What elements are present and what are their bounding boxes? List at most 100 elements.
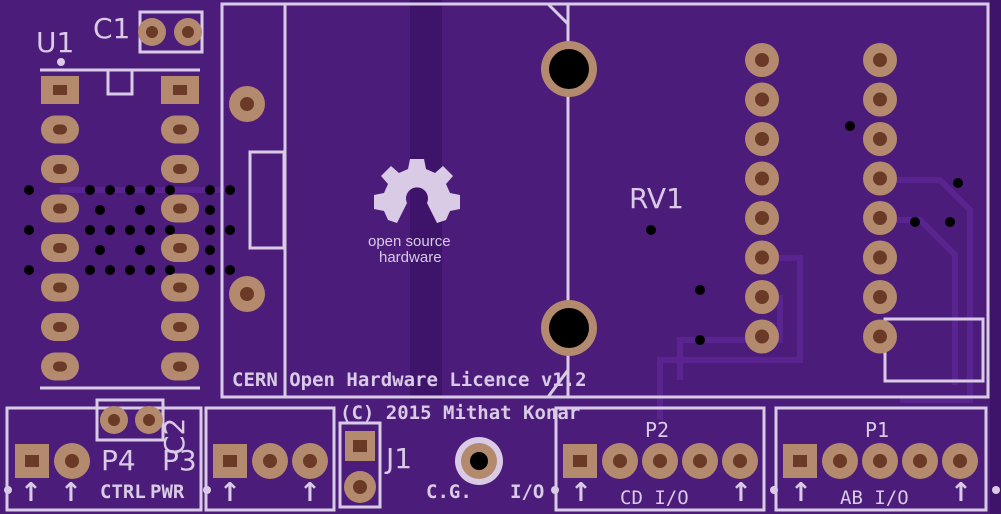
u1-pad-drill	[173, 282, 187, 293]
p2-function-label: CD I/O	[620, 487, 689, 509]
u1-pad-drill	[53, 164, 67, 174]
p3-pad-drill	[263, 454, 277, 468]
silkscreen-outlines	[5, 2, 990, 512]
via	[24, 185, 34, 195]
u1-pad-drill	[53, 282, 67, 293]
p3-outline	[204, 406, 336, 512]
oshw-logo-line2: hardware	[379, 249, 442, 266]
board-edge-dots	[4, 486, 1000, 494]
via	[845, 121, 855, 131]
u1-pad-drill	[53, 243, 67, 253]
via	[205, 205, 215, 215]
cg-pad-drill	[470, 452, 488, 470]
rv1-pin-drill	[873, 132, 887, 146]
via	[135, 245, 145, 255]
rv1-pin-drill	[873, 250, 887, 265]
u1-pad-drill	[173, 203, 187, 214]
via	[125, 185, 135, 195]
edge-dot	[551, 486, 559, 494]
up-arrow-icon: ↑	[950, 478, 972, 508]
board-edge	[990, 0, 1001, 514]
u1-label: U1	[36, 26, 75, 59]
via	[205, 245, 215, 255]
j1-label: J1	[386, 442, 413, 475]
copyright-text: (C) 2015 Mithat Konar	[340, 402, 581, 424]
cg-label: C.G.	[426, 481, 472, 503]
rv1-pin-drill	[755, 92, 769, 107]
c1-label: C1	[93, 12, 131, 45]
via	[105, 185, 115, 195]
p2-pad-drill	[613, 454, 627, 468]
p1-function-label: AB I/O	[840, 487, 909, 509]
p3-pad-square-drill	[223, 455, 237, 467]
j1-pad-drill	[353, 480, 367, 494]
p4-pad-square-drill	[25, 455, 39, 467]
oshw-logo-line1: open source	[368, 233, 451, 250]
via	[85, 185, 95, 195]
rv1-pin-drill	[873, 211, 887, 225]
p1-pad-drill	[833, 454, 847, 468]
up-arrow-icon: ↑	[790, 478, 812, 508]
via	[145, 185, 155, 195]
p1-label: P1	[865, 418, 890, 442]
u1-pad-drill	[173, 243, 187, 253]
up-arrow-icon: ↑	[299, 478, 321, 508]
rv1-pin-drill	[755, 132, 769, 146]
via	[165, 225, 175, 235]
via	[95, 205, 105, 215]
via	[695, 285, 705, 295]
rv1-pin-drill	[873, 92, 887, 107]
via	[105, 225, 115, 235]
up-arrow-icon: ↑	[730, 478, 752, 508]
via	[225, 225, 235, 235]
trace	[657, 255, 803, 420]
p2-pad-drill	[693, 454, 707, 468]
via	[945, 217, 955, 227]
via	[145, 225, 155, 235]
u1-pad-drill	[173, 322, 187, 332]
via	[135, 205, 145, 215]
rv1-pin-drill	[755, 250, 769, 265]
p2-pad-drill	[733, 454, 747, 468]
licence-text: CERN Open Hardware Licence v1.2	[232, 369, 587, 391]
via	[24, 225, 34, 235]
p2-label: P2	[645, 418, 670, 442]
u1-pad-drill	[173, 124, 187, 135]
edge-dot	[770, 486, 778, 494]
open-source-hardware-gear-icon	[374, 159, 460, 223]
u1-pad-drill	[53, 322, 67, 332]
c2-pad-drill	[108, 414, 120, 426]
edge-dot	[4, 486, 12, 494]
up-arrow-icon: ↑	[219, 478, 241, 508]
via	[225, 185, 235, 195]
via	[205, 225, 215, 235]
rv1-pin-drill	[873, 290, 887, 304]
u1-pad-drill	[173, 361, 187, 372]
edge-dot	[992, 486, 1000, 494]
c2-pad-drill	[143, 414, 155, 426]
via	[165, 185, 175, 195]
p3-pad-drill	[303, 454, 317, 468]
u1-pad-drill	[53, 124, 67, 135]
rv1-pin-drill	[873, 53, 887, 67]
p3-function-label: PWR	[150, 481, 185, 503]
via	[953, 178, 963, 188]
via	[145, 265, 155, 275]
p1-pad-square-drill	[793, 455, 807, 467]
rv1-pin-drill	[755, 329, 769, 344]
via	[125, 225, 135, 235]
p1-pad-drill	[873, 454, 887, 468]
rv1-pin-drill	[755, 211, 769, 225]
via	[85, 265, 95, 275]
vias-group	[24, 121, 963, 345]
u1-pad-drill	[173, 164, 187, 174]
u1-pad-drill	[53, 203, 67, 214]
up-arrow-icon: ↑	[20, 478, 42, 508]
j1-pad-square-drill	[353, 440, 367, 452]
p1-outline	[774, 406, 988, 512]
p1-pad-drill	[953, 454, 967, 468]
io-label: I/O	[510, 481, 545, 503]
via	[125, 265, 135, 275]
